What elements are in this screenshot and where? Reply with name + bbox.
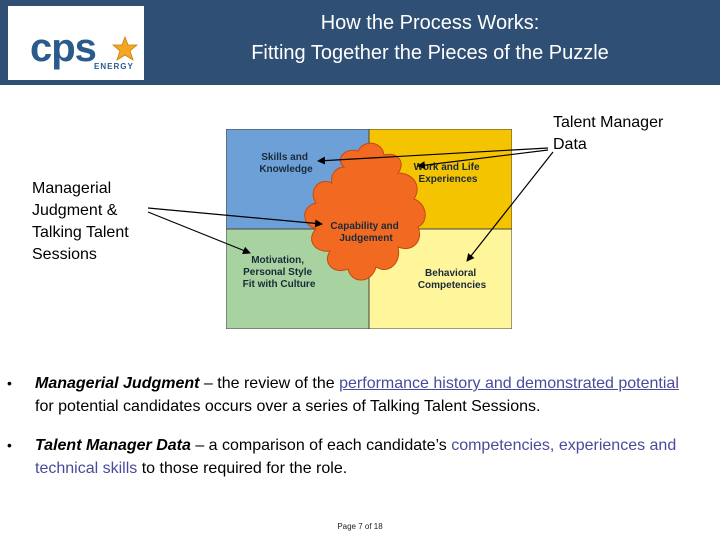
skills-knowledge-text: Skills and Knowledge [259,152,313,175]
bullet-dash: – the review of the [199,375,340,392]
behavioral-competencies-text: Behavioral Competencies [418,268,487,291]
label-line: Talent Manager [553,114,664,131]
bullet-rest: for potential candidates occurs over a s… [35,398,541,415]
puzzle-diagram: Skills and Knowledge Work and Life Exper… [226,129,512,329]
arrow-to-capability-judgement [147,207,323,228]
bullet-dash: – a comparison of each candidate’s [190,437,452,454]
motivation-style-fit-text: Motivation, Personal Style Fit with Cult… [243,255,316,290]
star-icon [112,36,138,61]
managerial-judgment-label: Managerial Judgment & Talking Talent Ses… [32,178,162,266]
title-line-2: Fitting Together the Pieces of the Puzzl… [251,42,609,64]
logo-subtext: ENERGY [94,62,134,71]
title-line-1: How the Process Works: [320,12,540,34]
bullet-rest: to those required for the role. [137,460,348,477]
arrow-to-skills-knowledge [317,147,549,165]
bullet-lead: Managerial Judgment [35,375,200,392]
bullet-text: Managerial Judgment – the review of the … [35,372,695,418]
quadrant-behavioral-competencies [368,228,512,329]
cps-energy-logo: cps ENERGY [8,6,144,80]
header-bar: cps ENERGY How the Process Works: Fittin… [0,0,720,85]
label-line: Talking Talent [32,224,129,241]
page-title: How the Process Works: Fitting Together … [160,8,700,68]
bullet-highlight: performance history and demonstrated pot… [339,375,679,392]
label-line: Data [553,136,587,153]
bullet-dot-icon: • [7,375,12,391]
label-line: Managerial [32,180,112,197]
logo-text: cps [30,26,97,70]
work-life-experiences-text: Work and Life Experiences [414,162,483,185]
label-line: Sessions [32,246,97,263]
bullet-dot-icon: • [7,437,12,453]
page-number: Page 7 of 18 [337,522,383,531]
bullet-lead: Talent Manager Data [35,437,191,454]
arrow-to-behavioral-competencies [466,151,554,262]
arrow-to-motivation-style-fit [147,211,251,255]
talent-manager-data-label: Talent Manager Data [553,112,713,156]
bullet-highlight: competencies, experiences and technical … [35,437,677,477]
capability-judgement-text: Capability and Judgement [330,221,401,244]
bullet-text: Talent Manager Data – a comparison of ea… [35,434,695,480]
center-puzzle-piece [304,142,426,281]
label-line: Judgment & [32,202,118,219]
arrow-to-work-life-experiences [417,149,549,170]
